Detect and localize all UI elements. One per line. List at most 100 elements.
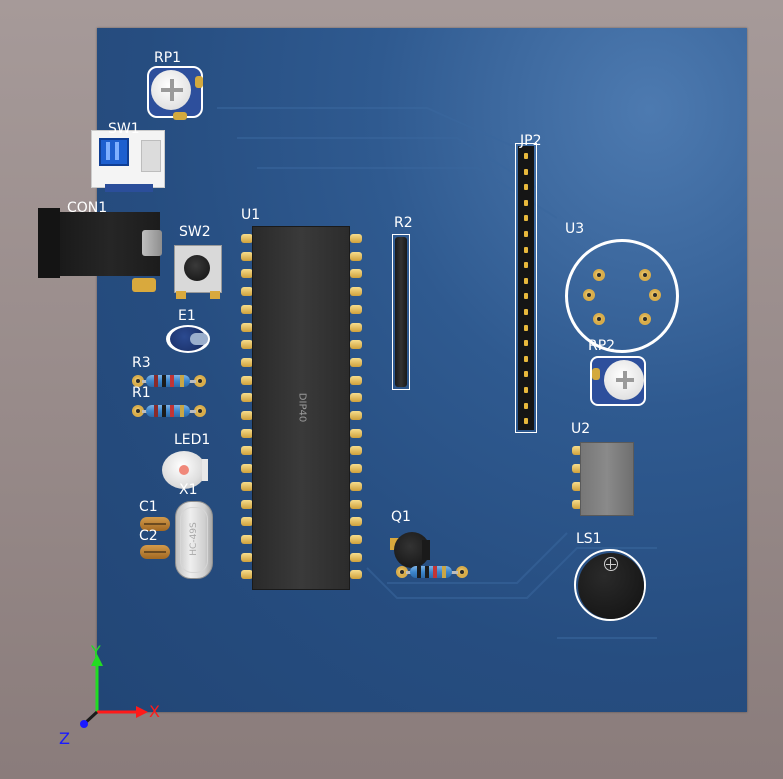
label-rp1: RP1 bbox=[154, 50, 182, 66]
label-r3: R3 bbox=[132, 355, 151, 371]
u1-pin bbox=[241, 393, 253, 403]
u1-pin bbox=[350, 464, 362, 474]
jp2-pin bbox=[524, 309, 528, 315]
u1-pin bbox=[350, 428, 362, 438]
r2-resistor-network bbox=[392, 234, 412, 392]
rp1-trimmer bbox=[143, 64, 205, 122]
u1-pin bbox=[350, 570, 362, 580]
u1-pin bbox=[350, 304, 362, 314]
plus-icon bbox=[604, 557, 618, 571]
label-x1: X1 bbox=[179, 482, 198, 498]
label-c1: C1 bbox=[139, 499, 158, 515]
crystal-marking: HC-49S bbox=[189, 522, 199, 556]
jp2-pin bbox=[524, 215, 528, 222]
u1-pin bbox=[241, 481, 253, 491]
z-axis-dot bbox=[80, 720, 88, 728]
label-jp2: JP2 bbox=[520, 133, 542, 149]
jp2-pin bbox=[524, 153, 528, 159]
label-ls1: LS1 bbox=[576, 531, 602, 547]
u1-pin bbox=[350, 481, 362, 491]
axis-label-x: X bbox=[149, 702, 160, 721]
u1-pin bbox=[241, 499, 253, 509]
u1-pin bbox=[241, 234, 253, 243]
con1-dc-jack bbox=[38, 208, 164, 294]
label-u3: U3 bbox=[565, 221, 585, 237]
label-r1: R1 bbox=[132, 385, 151, 401]
jp2-pin bbox=[524, 293, 528, 300]
c2-capacitor bbox=[140, 545, 170, 559]
u1-pin bbox=[241, 269, 253, 279]
u1-pin bbox=[241, 251, 253, 261]
u1-pin bbox=[350, 411, 362, 420]
jp2-pin bbox=[524, 262, 528, 269]
c1-capacitor bbox=[140, 517, 170, 531]
u1-pin bbox=[241, 552, 253, 562]
axis-label-y: Y bbox=[91, 642, 101, 661]
label-q1: Q1 bbox=[391, 509, 411, 525]
u1-pin bbox=[241, 464, 253, 474]
u1-pin bbox=[350, 340, 362, 350]
jp2-pin bbox=[524, 168, 528, 175]
u1-pin bbox=[241, 340, 253, 350]
jp2-pin bbox=[524, 371, 528, 378]
jp2-pin bbox=[524, 418, 528, 425]
label-u2: U2 bbox=[571, 421, 591, 437]
u1-pin bbox=[350, 251, 362, 261]
x-axis-arrow bbox=[136, 706, 148, 718]
jp2-pin bbox=[524, 324, 528, 331]
label-sw2: SW2 bbox=[179, 224, 211, 240]
label-r2: R2 bbox=[394, 215, 413, 231]
jp2-pin bbox=[524, 355, 528, 362]
q1-transistor bbox=[390, 528, 434, 572]
rp2-trimmer bbox=[588, 354, 648, 408]
u1-pin bbox=[350, 517, 362, 527]
u1-pin bbox=[241, 517, 253, 527]
jp2-pin-header bbox=[515, 143, 537, 435]
u1-pin bbox=[350, 552, 362, 562]
jp2-pin bbox=[524, 387, 528, 393]
label-sw1: SW1 bbox=[108, 121, 140, 137]
jp2-pin bbox=[524, 246, 528, 253]
u1-pin bbox=[350, 375, 362, 385]
u1-pin bbox=[350, 322, 362, 332]
u1-pin bbox=[241, 322, 253, 332]
resistor-q1-base bbox=[394, 563, 472, 583]
axis-label-z: Z bbox=[59, 729, 70, 748]
y-axis-arrow bbox=[91, 654, 103, 666]
u1-pin bbox=[350, 499, 362, 509]
jp2-pin bbox=[524, 402, 528, 409]
u1-pin bbox=[350, 393, 362, 403]
u1-pin bbox=[350, 534, 362, 544]
u1-pin bbox=[241, 570, 253, 580]
u1-pin bbox=[241, 428, 253, 438]
ls1-buzzer bbox=[574, 549, 650, 625]
u1-pin bbox=[241, 534, 253, 544]
u1-pin bbox=[350, 269, 362, 279]
jp2-pin bbox=[524, 231, 528, 237]
u1-pin bbox=[350, 357, 362, 367]
label-con1: CON1 bbox=[67, 200, 108, 216]
label-u1: U1 bbox=[241, 207, 261, 223]
label-led1: LED1 bbox=[174, 432, 211, 448]
jp2-pin bbox=[524, 340, 528, 347]
jp2-pin bbox=[524, 277, 528, 284]
r3-resistor bbox=[130, 372, 210, 392]
label-c2: C2 bbox=[139, 528, 158, 544]
u1-pin bbox=[241, 446, 253, 456]
u1-pin bbox=[241, 357, 253, 367]
u1-pin bbox=[350, 234, 362, 243]
e1-capacitor bbox=[166, 325, 214, 355]
u1-dip40-chip: DIP40 bbox=[240, 224, 372, 592]
jp2-pin bbox=[524, 184, 528, 191]
u2-dip8-chip bbox=[572, 440, 638, 518]
u1-pin bbox=[241, 375, 253, 385]
chip-marking: DIP40 bbox=[296, 392, 308, 423]
u1-pin bbox=[350, 446, 362, 456]
sw2-tactile-switch bbox=[174, 245, 224, 300]
led1 bbox=[162, 451, 212, 491]
x1-crystal: HC-49S bbox=[175, 501, 215, 581]
jp2-pin bbox=[524, 199, 528, 206]
label-e1: E1 bbox=[178, 308, 196, 324]
u1-pin bbox=[241, 304, 253, 314]
axis-triad bbox=[80, 654, 148, 728]
